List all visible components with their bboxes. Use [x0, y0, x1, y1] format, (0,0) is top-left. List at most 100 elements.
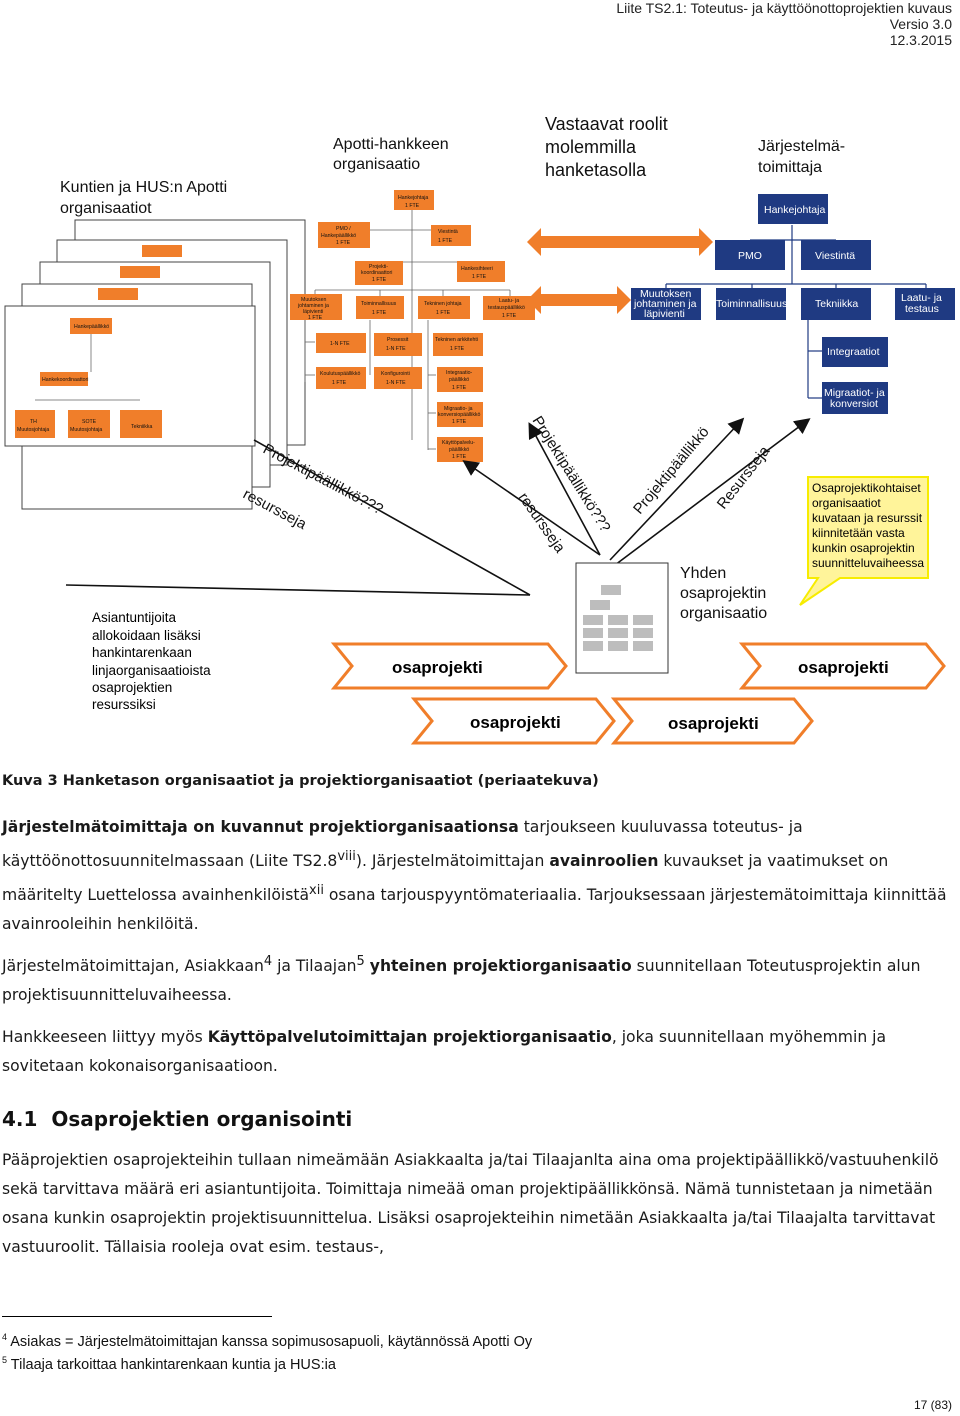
ob-tekninen-johtaja: Tekninen johtaja: [424, 301, 462, 307]
ob-projektikoordinaattori: Projekti-: [369, 264, 388, 270]
header-doc-title: Liite TS2.1: Toteutus- ja käyttöönottopr…: [616, 0, 952, 16]
center-title-line2: molemmilla: [545, 137, 637, 157]
label-resursseja-right: resursseja: [515, 490, 569, 557]
vendor-toiminnallisuus: Toiminnallisuus: [716, 298, 787, 310]
osaprojekti-chevrons: [330, 642, 946, 745]
apotti-org-boxes: [290, 190, 535, 462]
p2-text-2: ja Tilaajan: [272, 957, 357, 976]
osaprojekti-label-4: osaprojekti: [668, 714, 759, 733]
p1-bold-1: Järjestelmätoimittaja on kuvannut projek…: [2, 818, 519, 836]
ob-projektikoordinaattori-fte: 1 FTE: [372, 277, 387, 283]
caption-text: Kuva 3 Hanketason organisaatiot ja proje…: [2, 773, 599, 789]
yhden-line2: osaprojektin: [680, 585, 766, 602]
ob-prosessit-fte: 1-N FTE: [386, 346, 406, 352]
ob-muutos-2: johtaminen ja: [297, 303, 329, 309]
expert-line3: hankintarenkaan: [92, 645, 192, 660]
ob-muutos-3: läpivienti: [303, 309, 323, 315]
ob-koulutus-fte: 1 FTE: [332, 380, 347, 386]
p4-text: Pääprojektien osaprojekteihin tullaan ni…: [2, 1151, 939, 1256]
osaprojekti-label-1: osaprojekti: [392, 658, 483, 677]
p2-text-4: suunnitellaan Toteutusprojektin alun pro…: [2, 957, 921, 1005]
expert-line5: osaprojektien: [92, 680, 172, 695]
yhden-line3: organisaatio: [680, 605, 767, 622]
paragraph-2: Järjestelmätoimittajan, Asiakkaan4 ja Ti…: [2, 947, 952, 1010]
p3-text-1: Hankkeeseen liittyy myös: [2, 1028, 208, 1046]
osaprojekti-label-3: osaprojekti: [470, 713, 561, 732]
ob-integraatio-2: päällikkö: [449, 377, 469, 383]
callout-line4: kiinnitetään vasta: [812, 526, 905, 540]
ob-toiminnallisuus-fte: 1 FTE: [372, 310, 387, 316]
ob-kayttopalvelu: Käyttöpalvelu-: [442, 440, 475, 446]
label-resursseja-cap: Resursseja: [714, 442, 774, 512]
ob-toiminnallisuus: Toiminnallisuus: [361, 301, 397, 307]
stack-box1-l2: Muutosjohtaja: [17, 427, 49, 433]
ob-arkkitehti: Tekninen arkkitehti: [435, 337, 478, 343]
label-projektipaallikko: Projektipäällikkö: [630, 424, 713, 518]
paragraph-3: Hankkeeseen liittyy myös Käyttöpalveluto…: [2, 1023, 952, 1081]
footnote-5-num: 5: [2, 1355, 8, 1365]
ob-pmo-2: Hankepäällikkö: [321, 233, 356, 239]
header-date: 12.3.2015: [889, 32, 952, 48]
ob-koulutus: Koulutuspäällikkö: [320, 371, 360, 377]
ob-laatu-2: testauspäällikkö: [488, 305, 525, 311]
vendor-muutos-1: Muutoksen: [640, 288, 692, 300]
footnote-separator: [2, 1316, 272, 1317]
vendor-org-labels: Hankejohtaja PMO Viestintä Muutoksen joh…: [633, 204, 942, 410]
ob-migraatio: Migraatio- ja: [444, 406, 473, 412]
ob-integraatio: Integraatio-: [446, 370, 473, 376]
ob-tekninen-johtaja-fte: 1 FTE: [436, 310, 451, 316]
vendor-hankejohtaja: Hankejohtaja: [764, 204, 825, 216]
vendor-laatu-2: testaus: [905, 303, 939, 315]
osaprojekti-label-2: osaprojekti: [798, 658, 889, 677]
expert-line1: Asiantuntijoita: [92, 610, 177, 625]
ob-hankesihteeri: Hankesihteeri: [461, 266, 493, 272]
callout-line1: Osaprojektikohtaiset: [812, 481, 921, 495]
footnote-4: 4 Asiakas = Järjestelmätoimittajan kanss…: [2, 1326, 532, 1354]
header-version: Versio 3.0: [889, 16, 952, 32]
vendor-org-chart: [665, 225, 927, 399]
callout-bubble: [799, 476, 929, 606]
center-title-line1: Vastaavat roolit: [545, 114, 668, 134]
p1-bold-2: avainroolien: [549, 852, 659, 871]
vendor-laatu-1: Laatu- ja: [901, 292, 942, 304]
footnote-5: 5 Tilaaja tarkoittaa hankintarenkaan kun…: [2, 1349, 336, 1377]
vendor-muutos-2: johtaminen ja: [633, 298, 697, 310]
p3-text-2: , joka suunnitellaan myöhemmin ja sovite…: [2, 1028, 887, 1075]
callout-line5: kunkin osaprojektin: [812, 541, 915, 555]
ob-konfigurointi: Konfigurointi: [381, 371, 410, 377]
stack-box3-label: Tekniikka: [131, 424, 152, 430]
section-heading: 4.1 Osaprojektien organisointi: [2, 1107, 352, 1131]
callout-text: Osaprojektikohtaiset organisaatiot kuvat…: [812, 481, 924, 570]
stack-box2-l1: SOTE: [82, 419, 97, 425]
vendor-tekniikka: Tekniikka: [815, 298, 858, 310]
ob-laatu-fte: 1 FTE: [502, 313, 517, 319]
p3-bold-1: Käyttöpalvelutoimittajan projektiorganis…: [207, 1028, 612, 1046]
p2-sup-1: 4: [263, 954, 273, 969]
ob-kayttopalvelu-2: päällikkö: [449, 447, 469, 453]
ob-hankejohtaja-fte: 1 FTE: [405, 203, 420, 209]
figure-caption: Kuva 3 Hanketason organisaatiot ja proje…: [2, 766, 952, 796]
ob-viestinta: Viestintä: [438, 229, 458, 235]
p1-text-1: tarjoukseen kuuluvassa toteutus- ja käyt…: [2, 818, 803, 871]
apotti-org-labels: Hankejohtaja 1 FTE PMO / Hankepäällikkö …: [297, 195, 525, 460]
expert-line4: linjaorganisaatioista: [92, 663, 211, 678]
footnote-4-num: 4: [2, 1332, 8, 1342]
footnote-4-text: Asiakas = Järjestelmätoimittajan kanssa …: [10, 1333, 533, 1350]
left-title-line2: organisaatiot: [60, 200, 152, 217]
vendor-migraatiot-2: konversiot: [830, 398, 878, 410]
ob-integraatio-fte: 1 FTE: [452, 385, 467, 391]
ob-projektikoordinaattori-2: koordinaattori: [361, 270, 392, 276]
p2-sup-2: 5: [356, 954, 365, 969]
vendor-pmo: PMO: [738, 250, 762, 262]
ob-prosessit: Prosessit: [387, 337, 409, 343]
mid-title-line2: organisaatio: [333, 156, 420, 173]
stack-box2-l2: Muutosjohtaja: [70, 427, 102, 433]
callout-line2: organisaatiot: [812, 496, 881, 510]
ob-laatu: Laatu- ja: [499, 298, 519, 304]
ob-hankejohtaja: Hankejohtaja: [398, 195, 428, 201]
yhden-line1: Yhden: [680, 565, 726, 582]
vendor-muutos-3: läpivienti: [644, 308, 685, 320]
organisation-figure: Kuntien ja HUS:n Apotti organisaatiot Ap…: [4, 114, 955, 745]
vendor-viestinta: Viestintä: [815, 250, 855, 262]
callout-line6: suunnitteluvaiheessa: [812, 556, 924, 570]
